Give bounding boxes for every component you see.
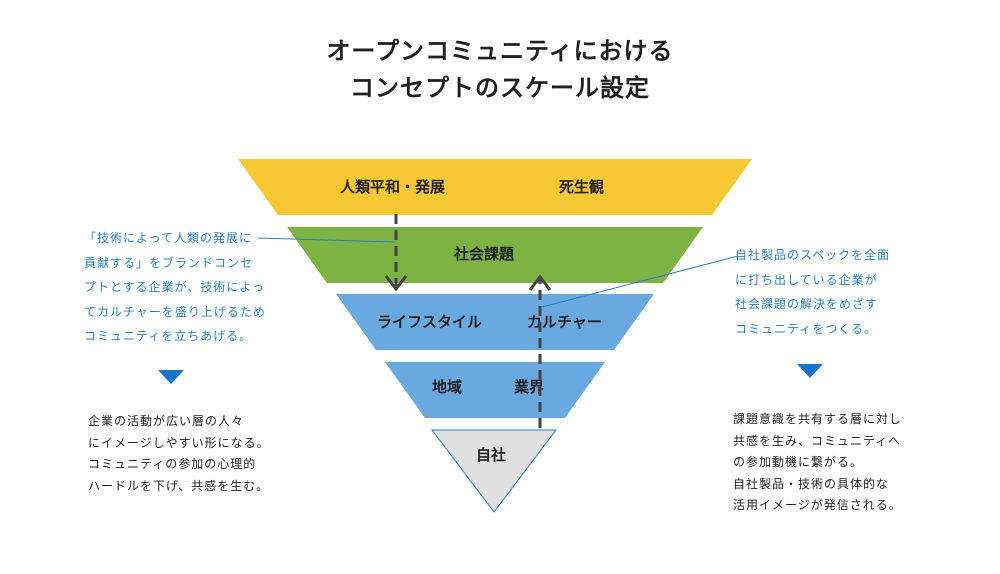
tier-2-band bbox=[287, 227, 703, 283]
tier-3-band bbox=[336, 294, 654, 350]
tier-4-right-label: 業界 bbox=[513, 378, 544, 396]
right-result-line: 活用イメージが発信される。 bbox=[733, 498, 902, 512]
left-result-triangle-icon bbox=[158, 370, 184, 384]
tier-4-band bbox=[385, 362, 605, 418]
left-annotation-line: プトとする企業が、技術によっ bbox=[84, 280, 266, 294]
left-result-line: ハードルを下げ、共感を生む。 bbox=[88, 478, 270, 493]
right-annotation: 自社製品のスペックを全面 に打ち出している企業が 社会課題の解決をめざす コミュ… bbox=[735, 243, 890, 341]
right-result-triangle-icon bbox=[797, 364, 823, 378]
tier-1-band bbox=[238, 159, 752, 215]
tier-2-label: 社会課題 bbox=[453, 245, 515, 263]
left-result-line: 企業の活動が広い層の人々 bbox=[88, 414, 245, 428]
left-annotation-line: 「技術によって人類の発展に bbox=[84, 231, 253, 245]
tier-5-label: 自社 bbox=[476, 446, 506, 464]
down-arrow-head bbox=[384, 275, 408, 292]
left-result-text: 企業の活動が広い層の人々 にイメージしやすい形になる。 コミュニティの参加の心理… bbox=[88, 411, 270, 497]
right-result-line: 課題意識を共有する層に対し bbox=[733, 412, 903, 426]
right-annotation-line: に打ち出している企業が bbox=[735, 272, 878, 287]
tier-3-right-label: カルチャー bbox=[527, 313, 602, 331]
left-note-leader bbox=[257, 237, 396, 243]
right-annotation-line: コミュニティをつくる。 bbox=[735, 321, 878, 336]
left-result-line: にイメージしやすい形になる。 bbox=[88, 435, 270, 450]
left-annotation: 「技術によって人類の発展に 貢献する」をブランドコンセ プトとする企業が、技術に… bbox=[84, 226, 266, 349]
left-annotation-line: 貢献する」をブランドコンセ bbox=[84, 255, 254, 270]
tier-1-left-label: 人類平和・発展 bbox=[340, 178, 445, 196]
tier-3-left-label: ライフスタイル bbox=[377, 313, 482, 331]
right-annotation-line: 社会課題の解決をめざす bbox=[735, 297, 879, 311]
left-annotation-line: コミュニティを立ちあげる。 bbox=[84, 329, 253, 343]
tier-1-right-label: 死生観 bbox=[559, 178, 604, 196]
right-result-line: 自社製品・技術の具体的な bbox=[733, 476, 890, 491]
right-annotation-line: 自社製品のスペックを全面 bbox=[735, 248, 891, 262]
up-arrow-head bbox=[528, 274, 552, 291]
left-annotation-line: てカルチャーを盛り上げるため bbox=[84, 304, 266, 319]
diagram-title-line2: コンセプトのスケール設定 bbox=[350, 74, 650, 102]
right-result-line: 共感を生み、コミュニティへ bbox=[733, 433, 902, 448]
left-result-line: コミュニティの参加の心理的 bbox=[88, 457, 257, 471]
tier-5-triangle bbox=[430, 429, 558, 513]
tier-4-left-label: 地域 bbox=[432, 378, 462, 396]
right-result-line: の参加動機に繋がる。 bbox=[733, 455, 864, 469]
right-result-text: 課題意識を共有する層に対し 共感を生み、コミュニティへ の参加動機に繋がる。 自… bbox=[733, 409, 902, 517]
right-note-leader bbox=[541, 255, 739, 308]
diagram-title-line1: オープンコミュニティにおける bbox=[326, 37, 674, 65]
